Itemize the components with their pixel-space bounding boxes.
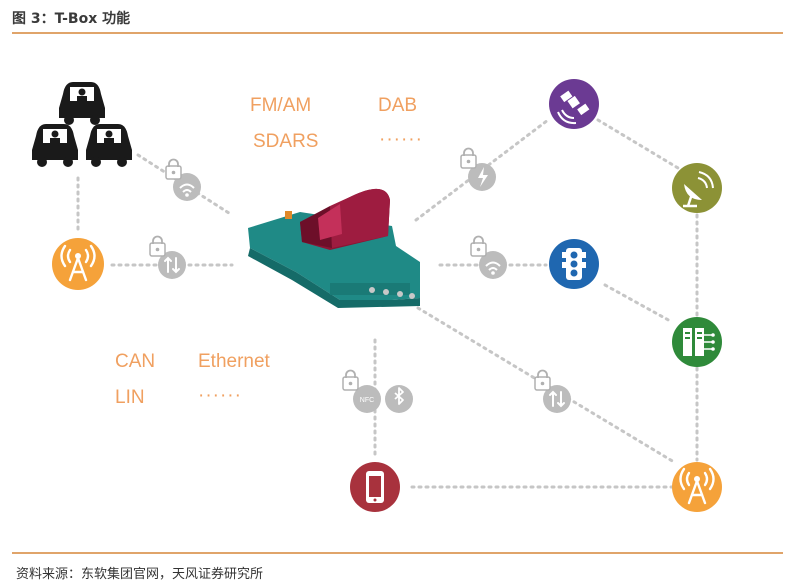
- figure-source: 资料来源：东软集团官网，天风证券研究所: [16, 567, 264, 582]
- satellite-icon: [549, 79, 599, 129]
- lock-power-badge-satellite: [460, 147, 496, 191]
- server-icon: [672, 317, 722, 367]
- label-radio-more: ······: [379, 129, 423, 150]
- traffic-light-icon: [549, 239, 599, 289]
- cell-tower-icon-right: [672, 462, 722, 512]
- cars-icon: [32, 82, 132, 167]
- lock-transfer-badge-right: [534, 369, 571, 413]
- label-bus-more: ······: [198, 385, 242, 406]
- link-satellite-dish: [596, 118, 680, 170]
- lock-wifi-badge-cars: [165, 158, 201, 201]
- bottom-rule: [12, 552, 783, 554]
- lock-transfer-badge-tower: [149, 235, 186, 279]
- label-lin: LIN: [115, 387, 145, 408]
- bluetooth-badge-phone: [385, 385, 413, 413]
- label-dab: DAB: [378, 95, 417, 116]
- nfc-badge-text: NFC: [360, 397, 374, 404]
- link-traffic-server: [603, 283, 674, 324]
- label-fm-am: FM/AM: [250, 95, 311, 116]
- tbox-device: [248, 188, 420, 308]
- cell-tower-icon-left: [52, 238, 104, 290]
- smartphone-icon: [350, 462, 400, 512]
- lock-wifi-badge-traffic: [470, 235, 507, 279]
- satellite-dish-icon: [672, 163, 722, 213]
- label-ethernet: Ethernet: [198, 351, 271, 372]
- label-can: CAN: [115, 351, 155, 372]
- top-rule: [12, 32, 783, 34]
- figure-title: 图 3：T-Box 功能: [12, 11, 131, 27]
- label-sdars: SDARS: [253, 131, 318, 152]
- lock-nfc-badge-phone: NFC: [342, 369, 381, 413]
